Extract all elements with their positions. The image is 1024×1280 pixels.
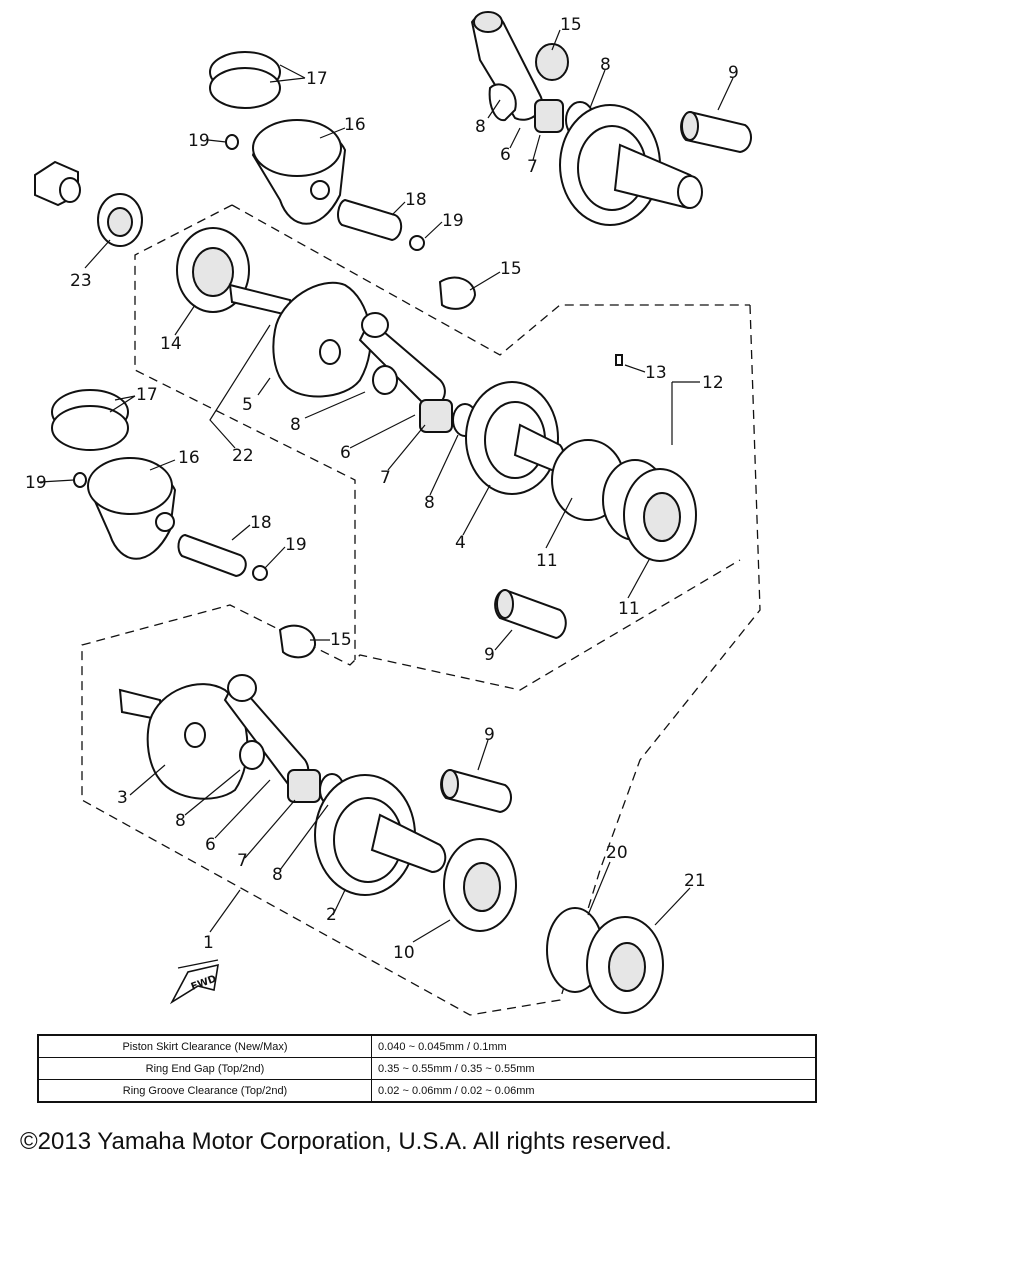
callout-6: 6 <box>340 443 351 463</box>
callout-9: 9 <box>728 63 739 83</box>
lower-crank-assembly <box>118 674 664 1014</box>
callout-15: 15 <box>330 630 352 650</box>
callout-15: 15 <box>500 259 522 279</box>
table-row: Ring End Gap (Top/2nd) 0.35 ~ 0.55mm / 0… <box>37 1057 817 1080</box>
callout-10: 10 <box>393 943 415 963</box>
callout-8: 8 <box>272 865 283 885</box>
callout-16: 16 <box>178 448 200 468</box>
callout-13: 13 <box>645 363 667 383</box>
callout-2: 2 <box>326 905 337 925</box>
left-seal-nut <box>34 160 143 247</box>
callout-5: 5 <box>242 395 253 415</box>
spec-value: 0.35 ~ 0.55mm / 0.35 ~ 0.55mm <box>371 1057 817 1080</box>
callout-19: 19 <box>442 211 464 231</box>
callout-16: 16 <box>344 115 366 135</box>
callout-18: 18 <box>250 513 272 533</box>
callout-19: 19 <box>188 131 210 151</box>
exploded-parts-diagram: 15 8 9 8 6 7 17 19 16 18 19 23 15 14 13 … <box>25 11 761 1016</box>
callout-8: 8 <box>175 811 186 831</box>
spec-label: Piston Skirt Clearance (New/Max) <box>37 1034 372 1058</box>
callout-8: 8 <box>290 415 301 435</box>
callout-1: 1 <box>203 933 214 953</box>
lower-piston-group <box>51 389 567 659</box>
callout-14: 14 <box>160 334 182 354</box>
callout-8: 8 <box>475 117 486 137</box>
leader-lines <box>39 29 734 969</box>
callout-15: 15 <box>560 15 582 35</box>
callout-23: 23 <box>70 271 92 291</box>
callout-19: 19 <box>285 535 307 555</box>
copyright-notice: ©2013 Yamaha Motor Corporation, U.S.A. A… <box>20 1128 672 1155</box>
callout-7: 7 <box>237 851 248 871</box>
spec-value: 0.040 ~ 0.045mm / 0.1mm <box>371 1034 817 1058</box>
callout-22: 22 <box>232 446 254 466</box>
callout-19: 19 <box>25 473 47 493</box>
callout-11: 11 <box>618 599 640 619</box>
callout-17: 17 <box>306 69 328 89</box>
callout-6: 6 <box>500 145 511 165</box>
spec-value: 0.02 ~ 0.06mm / 0.02 ~ 0.06mm <box>371 1079 817 1103</box>
table-row: Ring Groove Clearance (Top/2nd) 0.02 ~ 0… <box>37 1079 817 1103</box>
top-right-crank-assembly <box>470 11 752 226</box>
callout-9: 9 <box>484 725 495 745</box>
spec-label: Ring Groove Clearance (Top/2nd) <box>37 1079 372 1103</box>
upper-piston-group <box>209 51 477 310</box>
callout-12: 12 <box>702 373 724 393</box>
callout-4: 4 <box>455 533 466 553</box>
assembly-boundary-upper <box>134 204 750 660</box>
callout-18: 18 <box>405 190 427 210</box>
callout-11: 11 <box>536 551 558 571</box>
callout-7: 7 <box>527 157 538 177</box>
spec-table: Piston Skirt Clearance (New/Max) 0.040 ~… <box>37 1034 817 1103</box>
callout-20: 20 <box>606 843 628 863</box>
callout-3: 3 <box>117 788 128 808</box>
assembly-boundary-lower <box>81 304 761 1016</box>
fwd-arrow: FWD <box>169 963 219 1005</box>
callout-labels: 15 8 9 8 6 7 17 19 16 18 19 23 15 14 13 … <box>25 15 739 963</box>
middle-crank-assembly <box>176 227 697 562</box>
callout-6: 6 <box>205 835 216 855</box>
callout-8: 8 <box>424 493 435 513</box>
callout-9: 9 <box>484 645 495 665</box>
table-row: Piston Skirt Clearance (New/Max) 0.040 ~… <box>37 1034 817 1058</box>
callout-7: 7 <box>380 468 391 488</box>
callout-8: 8 <box>600 55 611 75</box>
callout-17: 17 <box>136 385 158 405</box>
callout-21: 21 <box>684 871 706 891</box>
spec-label: Ring End Gap (Top/2nd) <box>37 1057 372 1080</box>
